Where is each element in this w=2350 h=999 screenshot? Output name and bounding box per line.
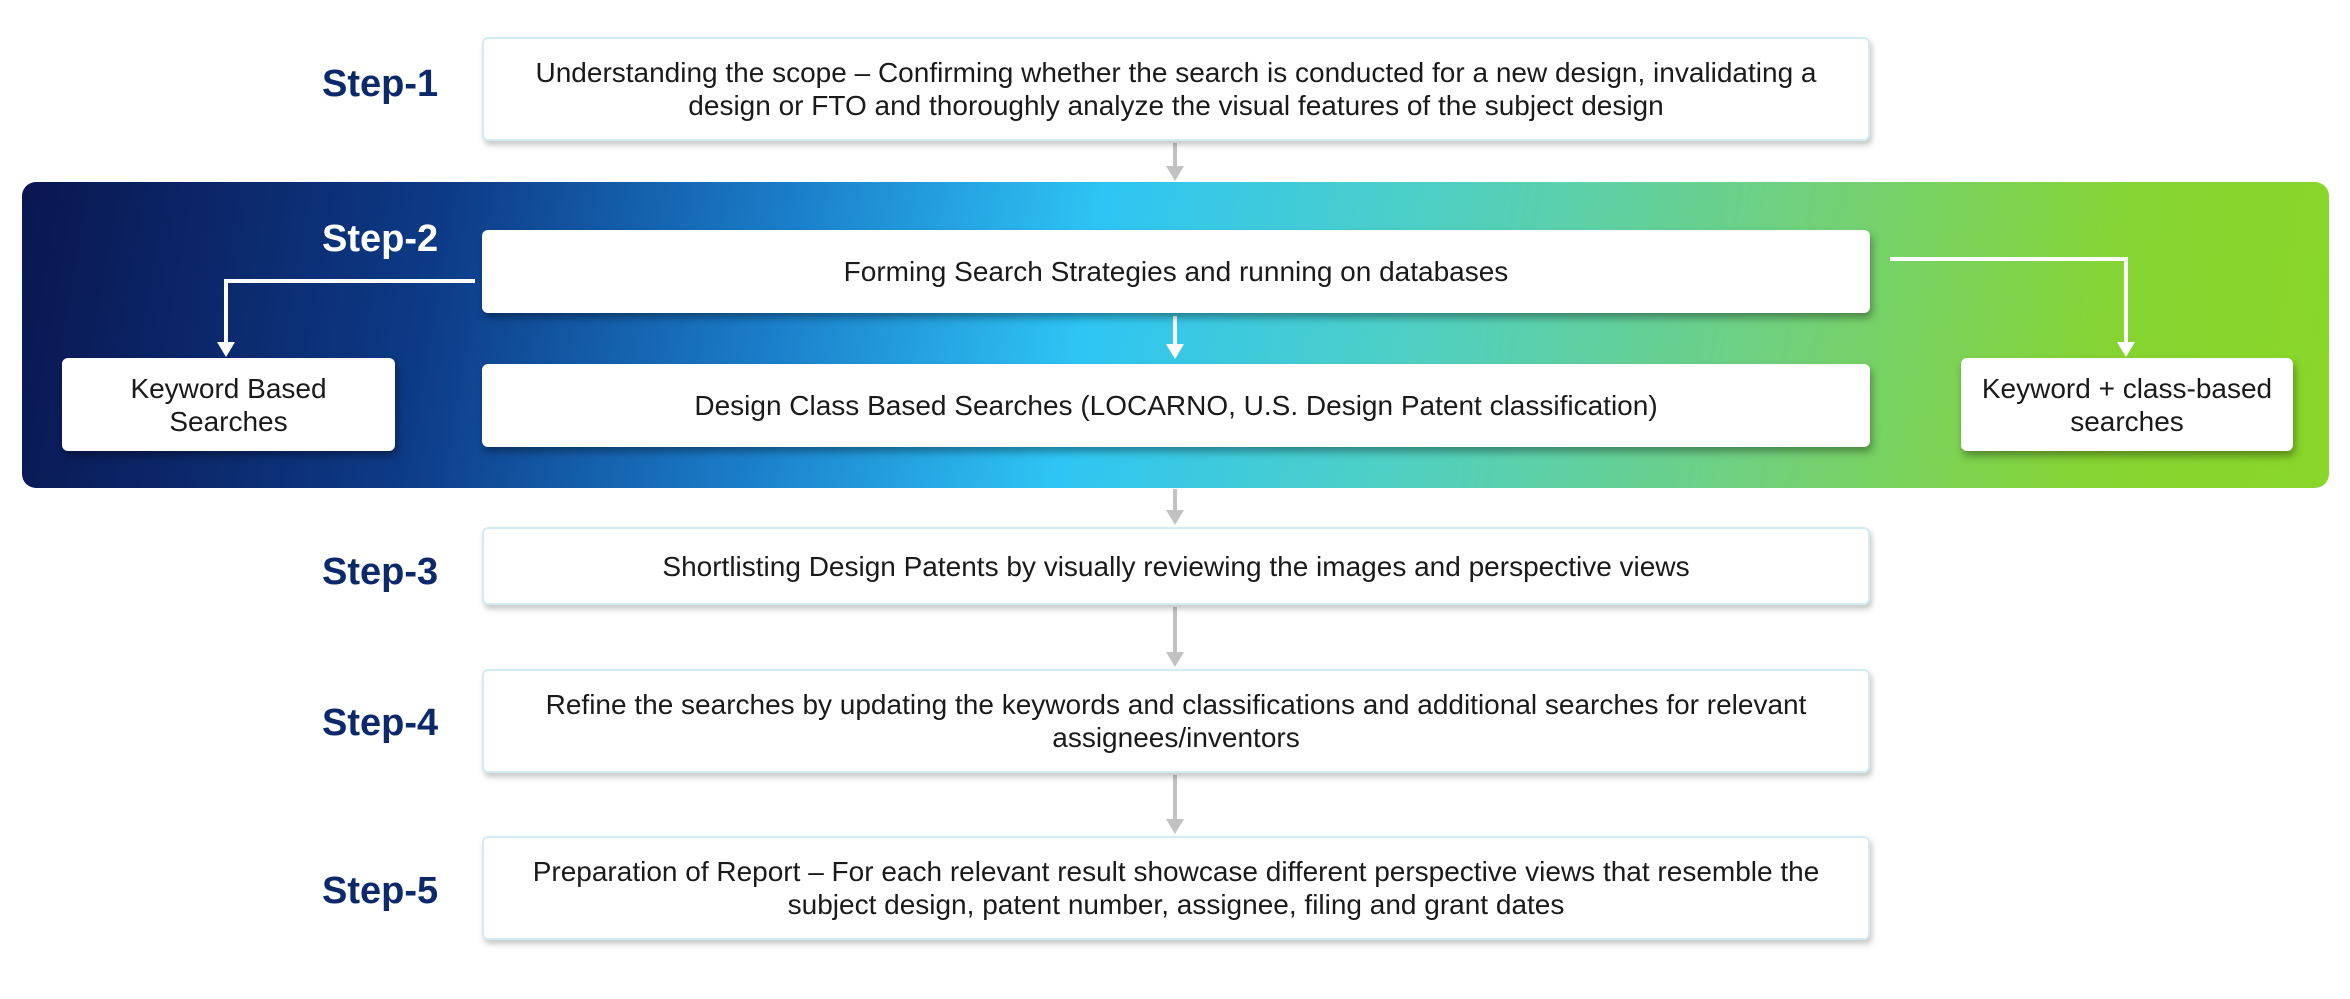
step-1-label: Step-1	[322, 63, 439, 105]
step-4-text: Refine the searches by updating the keyw…	[545, 689, 1807, 753]
step-5-label: Step-5	[322, 870, 439, 912]
keyword-based-searches-box: Keyword Based Searches	[62, 358, 395, 451]
step-1-text: Understanding the scope – Confirming whe…	[535, 57, 1817, 121]
keyword-based-searches-text: Keyword Based Searches	[130, 372, 327, 437]
step-1-to-step-2-arrow	[1166, 143, 1184, 181]
step-2-label: Step-2	[322, 218, 439, 260]
step-5-box: Preparation of Report – For each relevan…	[482, 836, 1870, 940]
step-4-label: Step-4	[322, 702, 439, 744]
step-4-box: Refine the searches by updating the keyw…	[482, 669, 1870, 773]
step-3-text: Shortlisting Design Patents by visually …	[662, 550, 1690, 582]
step-4-to-step-5-arrow	[1166, 775, 1184, 834]
design-class-searches-text: Design Class Based Searches (LOCARNO, U.…	[694, 390, 1658, 421]
step-3-box: Shortlisting Design Patents by visually …	[482, 527, 1870, 605]
step-3-to-step-4-arrow	[1166, 607, 1184, 667]
step-2-text: Forming Search Strategies and running on…	[843, 256, 1509, 287]
step-3-label: Step-3	[322, 551, 439, 593]
design-class-searches-box: Design Class Based Searches (LOCARNO, U.…	[482, 364, 1870, 447]
step-1-box: Understanding the scope – Confirming whe…	[482, 37, 1870, 141]
step-2-to-step-3-arrow	[1166, 489, 1184, 525]
keyword-class-searches-text: Keyword + class-based searches	[1981, 372, 2273, 437]
step-5-text: Preparation of Report – For each relevan…	[532, 856, 1820, 920]
step-2-box: Forming Search Strategies and running on…	[482, 230, 1870, 313]
keyword-class-searches-box: Keyword + class-based searches	[1961, 358, 2293, 451]
